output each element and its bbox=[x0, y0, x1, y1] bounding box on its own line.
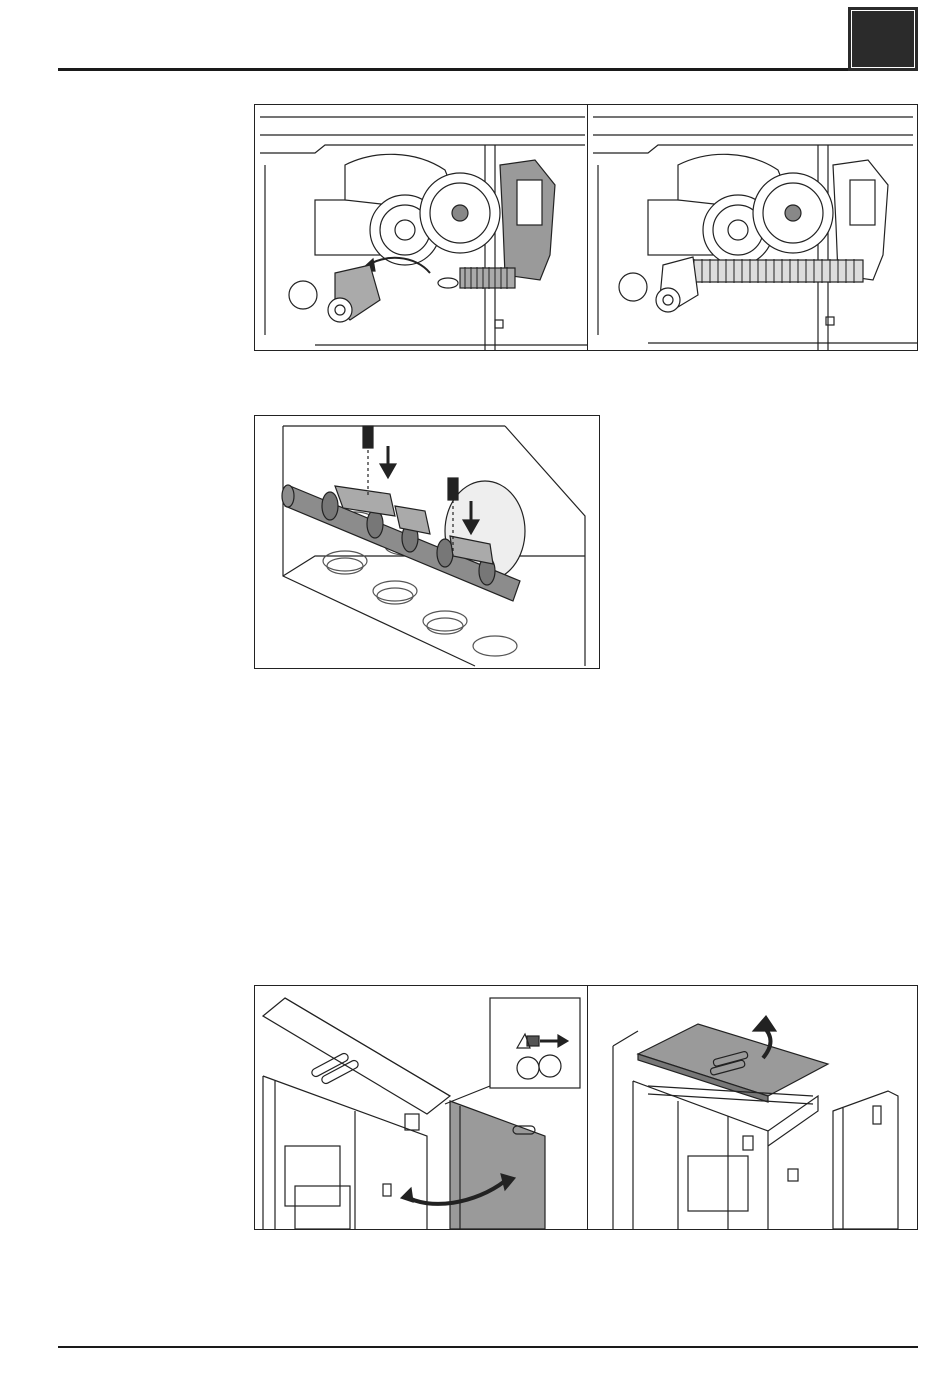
panel-spring-detached bbox=[255, 105, 587, 350]
spring-mount-illustration-pair bbox=[254, 104, 918, 351]
panel-lid-lifting bbox=[588, 986, 917, 1229]
chapter-tab bbox=[848, 7, 918, 71]
footer-rule bbox=[58, 1346, 918, 1348]
panel-door-opening bbox=[255, 986, 587, 1229]
panel-auger-pins bbox=[255, 416, 599, 668]
panel-spring-attached bbox=[588, 105, 917, 350]
auger-pin-insertion-illustration bbox=[254, 415, 600, 669]
door-and-lid-removal-illustration-pair bbox=[254, 985, 918, 1230]
header-rule bbox=[58, 68, 848, 71]
